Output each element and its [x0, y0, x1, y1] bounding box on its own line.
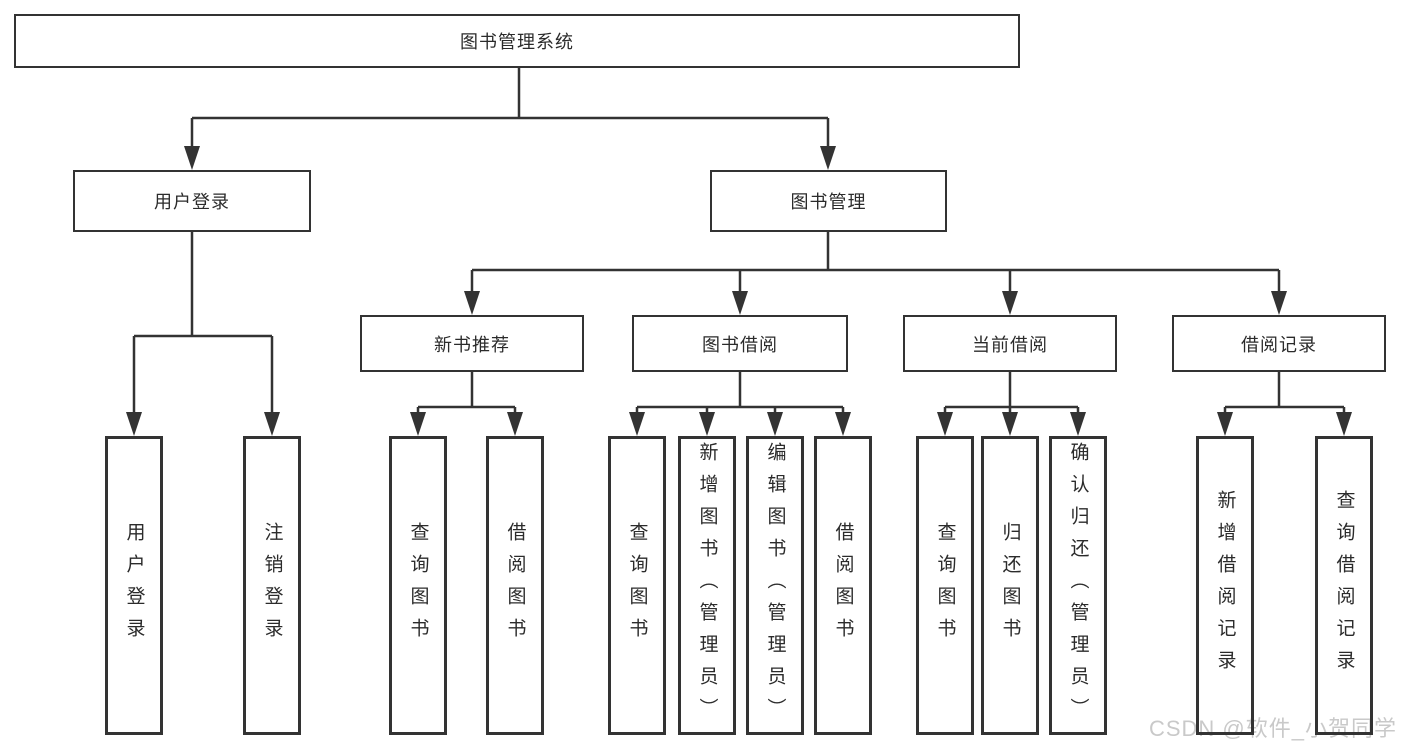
arrow-down-icon [732, 291, 748, 315]
arrow-down-icon [264, 412, 280, 436]
connector-current-borrow-to-leaves [937, 372, 1086, 436]
node-root: 图书管理系统 [14, 14, 1020, 68]
arrow-down-icon [126, 412, 142, 436]
leaf-query-books-current: 查询图书 [916, 436, 974, 735]
arrow-down-icon [1271, 291, 1287, 315]
node-user-login: 用户登录 [73, 170, 311, 232]
arrow-down-icon [629, 412, 645, 436]
node-label: 查询图书 [934, 521, 956, 650]
connector-borrow-records-to-leaves [1217, 372, 1352, 436]
leaf-add-borrow-record: 新增借阅记录 [1196, 436, 1254, 735]
leaf-user-login: 用户登录 [105, 436, 163, 735]
arrow-down-icon [507, 412, 523, 436]
arrow-down-icon [767, 412, 783, 436]
arrow-down-icon [464, 291, 480, 315]
arrow-down-icon [820, 146, 836, 170]
csdn-watermark: CSDN @软件_小贺同学 [1148, 716, 1397, 741]
node-label: 借阅图书 [504, 521, 526, 650]
node-label: 用户登录 [123, 521, 145, 650]
connector-book-borrow-to-leaves [629, 372, 851, 436]
node-label: 归还图书 [999, 521, 1021, 650]
node-label: 图书管理系统 [460, 32, 574, 52]
leaf-confirm-return-admin: 确认归还（管理员） [1049, 436, 1107, 735]
leaf-add-book-admin: 新增图书（管理员） [678, 436, 736, 735]
node-current-borrow: 当前借阅 [903, 315, 1117, 372]
node-label: 查询图书 [407, 521, 429, 650]
leaf-return-book: 归还图书 [981, 436, 1039, 735]
node-new-book-recommend: 新书推荐 [360, 315, 584, 372]
node-label: 查询借阅记录 [1333, 489, 1355, 682]
connector-new-book-to-leaves [410, 372, 523, 436]
node-label: 查询图书 [626, 521, 648, 650]
connector-user-login-to-leaves [126, 232, 280, 436]
arrow-down-icon [835, 412, 851, 436]
leaf-logout: 注销登录 [243, 436, 301, 735]
arrow-down-icon [184, 146, 200, 170]
leaf-borrow-book: 借阅图书 [814, 436, 872, 735]
node-borrow-records: 借阅记录 [1172, 315, 1386, 372]
arrow-down-icon [699, 412, 715, 436]
arrow-down-icon [1336, 412, 1352, 436]
node-label: 图书借阅 [702, 334, 778, 355]
leaf-borrow-books-recommend: 借阅图书 [486, 436, 544, 735]
arrow-down-icon [1002, 291, 1018, 315]
node-label: 借阅记录 [1241, 334, 1317, 355]
arrow-down-icon [410, 412, 426, 436]
arrow-down-icon [1002, 412, 1018, 436]
node-label: 新书推荐 [434, 334, 510, 355]
arrow-down-icon [1070, 412, 1086, 436]
node-label: 图书管理 [790, 192, 867, 212]
arrow-down-icon [937, 412, 953, 436]
node-book-borrow: 图书借阅 [632, 315, 848, 372]
connector-root-to-level2 [184, 68, 836, 170]
leaf-query-books-borrow: 查询图书 [608, 436, 666, 735]
node-book-mgmt: 图书管理 [710, 170, 947, 232]
node-label: 编辑图书（管理员） [764, 441, 786, 730]
node-label: 注销登录 [261, 521, 283, 650]
node-label: 新增借阅记录 [1214, 489, 1236, 682]
leaf-query-books-recommend: 查询图书 [389, 436, 447, 735]
leaf-edit-book-admin: 编辑图书（管理员） [746, 436, 804, 735]
node-label: 确认归还（管理员） [1067, 441, 1089, 730]
node-label: 当前借阅 [972, 334, 1048, 355]
arrow-down-icon [1217, 412, 1233, 436]
node-label: 借阅图书 [832, 521, 854, 650]
node-label: 用户登录 [154, 192, 230, 212]
connector-book-mgmt-to-level3 [464, 232, 1287, 315]
node-label: 新增图书（管理员） [696, 441, 718, 730]
leaf-query-borrow-record: 查询借阅记录 [1315, 436, 1373, 735]
